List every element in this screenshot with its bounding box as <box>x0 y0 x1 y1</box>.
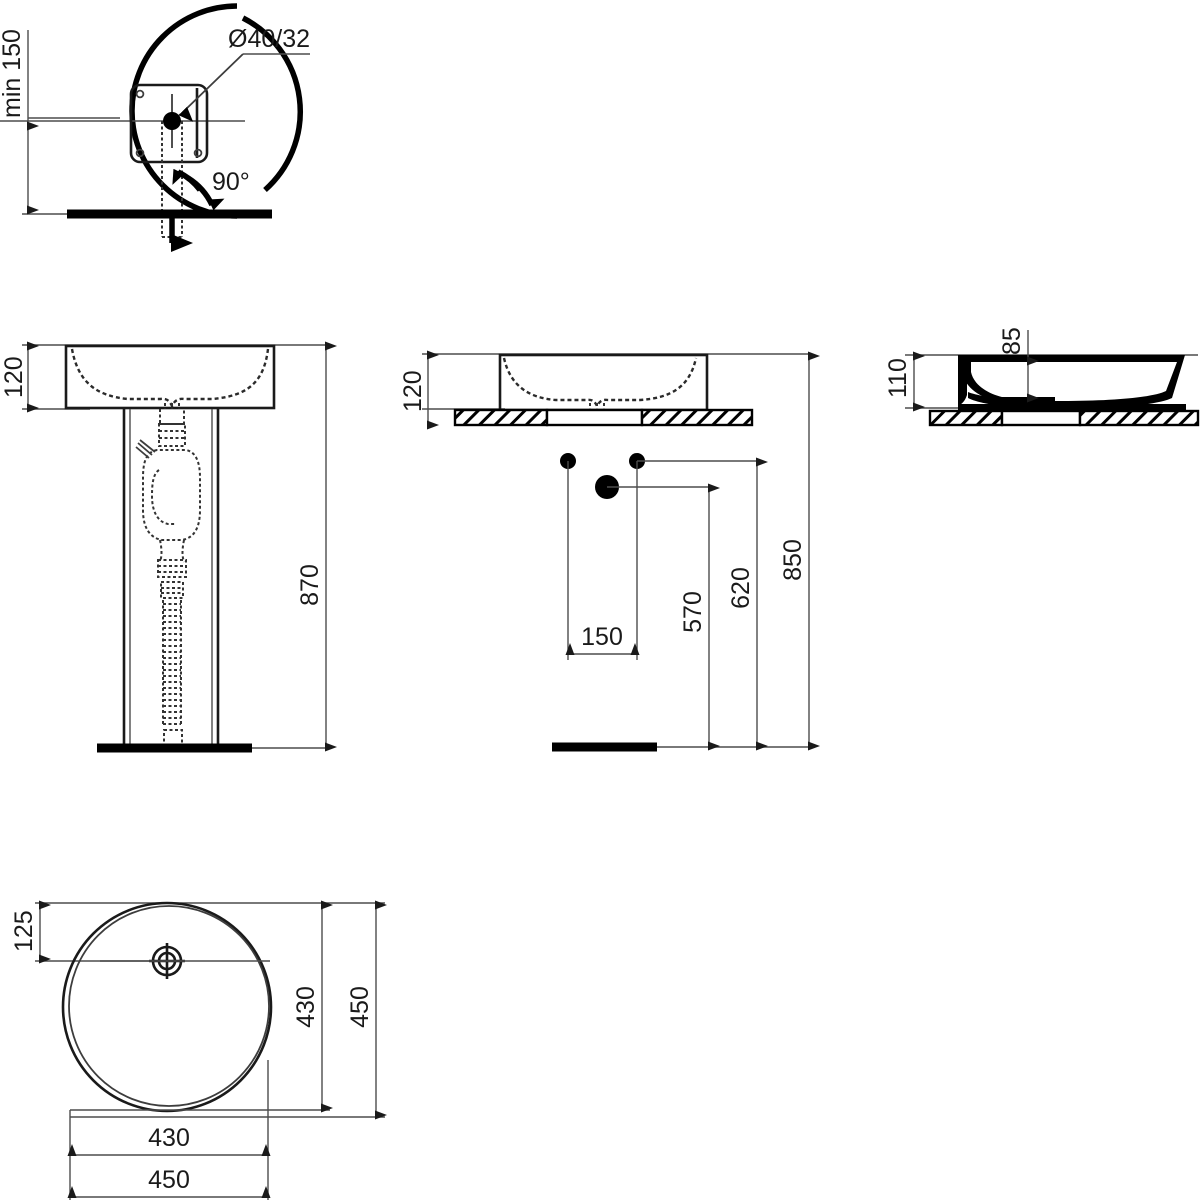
view-basin-section: 110 85 <box>884 327 1200 427</box>
trap-assembly-dashed <box>135 409 201 749</box>
dim-overall-depth-plan-450: 450 <box>346 986 374 1028</box>
dim-bowl-width-430: 430 <box>148 1124 190 1152</box>
plate-screw-icon <box>135 89 145 99</box>
dim-total-height-870: 870 <box>296 564 324 606</box>
dim-basin-depth-110: 110 <box>884 358 912 398</box>
dim-bowl-depth-plan-430: 430 <box>292 986 320 1028</box>
dim-min-150: min 150 <box>0 29 26 118</box>
bowl-profile-dashed <box>502 357 698 409</box>
basin-section-body <box>958 355 1185 409</box>
bowl-outlet-dashed <box>164 403 180 409</box>
dim-basin-height-120: 120 <box>399 370 427 412</box>
dim-tap-height-620: 620 <box>727 567 755 609</box>
view-basin-plan: 125 430 450 430 450 <box>10 900 387 1200</box>
basin-body-outline <box>64 344 276 410</box>
view-pedestal-elevation: 120 870 <box>0 341 337 753</box>
basin-base-shelf <box>958 404 1186 411</box>
countertop-slab <box>928 409 1200 427</box>
bowl-profile-dashed <box>70 348 270 409</box>
view-drain-detail: min 150 Ø40/32 90° <box>0 3 310 252</box>
plate-screw-icon <box>135 148 145 158</box>
dim-angle-90: 90° <box>212 168 250 196</box>
dim-tap-spacing-150: 150 <box>581 623 623 651</box>
dim-drain-offset-125: 125 <box>10 910 38 952</box>
rotation-arc-right <box>241 15 303 193</box>
basin-overflow-dot <box>981 397 987 403</box>
basin-inner-circle <box>68 905 270 1107</box>
basin-body-outline <box>498 353 709 412</box>
bowl-outlet-dashed <box>589 403 605 409</box>
dim-rim-height-850: 850 <box>779 539 807 581</box>
plate-screw-icon <box>193 148 203 158</box>
view-countertop-elevation: 150 570 620 850 120 <box>399 350 820 752</box>
dim-overall-width-450: 450 <box>148 1166 190 1194</box>
basin-outer-circle <box>61 901 273 1113</box>
corrugated-pipe-rings <box>163 603 181 725</box>
countertop-slab <box>453 408 754 427</box>
mounting-plate <box>129 83 209 164</box>
diameter-leader-line <box>178 53 244 122</box>
dim-diameter-40-32: Ø40/32 <box>228 25 310 53</box>
dim-waste-height-570: 570 <box>679 591 707 633</box>
dim-basin-height-120: 120 <box>0 356 28 398</box>
dim-bowl-depth-85: 85 <box>998 327 1026 355</box>
rotation-direction-arrow-head2 <box>172 168 203 192</box>
drain-hole-marker <box>163 112 181 130</box>
